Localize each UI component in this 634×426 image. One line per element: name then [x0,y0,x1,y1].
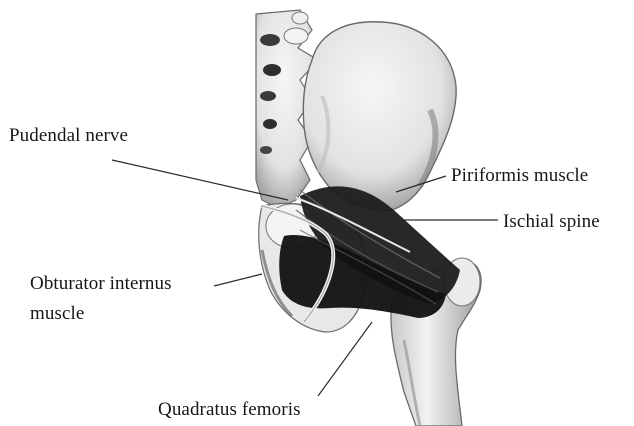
quadratus-femoris-label: Quadratus femoris [158,398,301,422]
ischial-spine-label: Ischial spine [503,210,600,234]
obturator-internus-label-line1: Obturator internus [30,272,172,296]
pudendal-nerve-label: Pudendal nerve [9,124,128,148]
obturator-internus-leader [214,274,262,286]
obturator-internus-label-line2: muscle [30,302,84,326]
quadratus-femoris-leader [318,322,372,396]
ilium-illustration [303,22,456,211]
piriformis-muscle-label: Piriformis muscle [451,164,588,188]
